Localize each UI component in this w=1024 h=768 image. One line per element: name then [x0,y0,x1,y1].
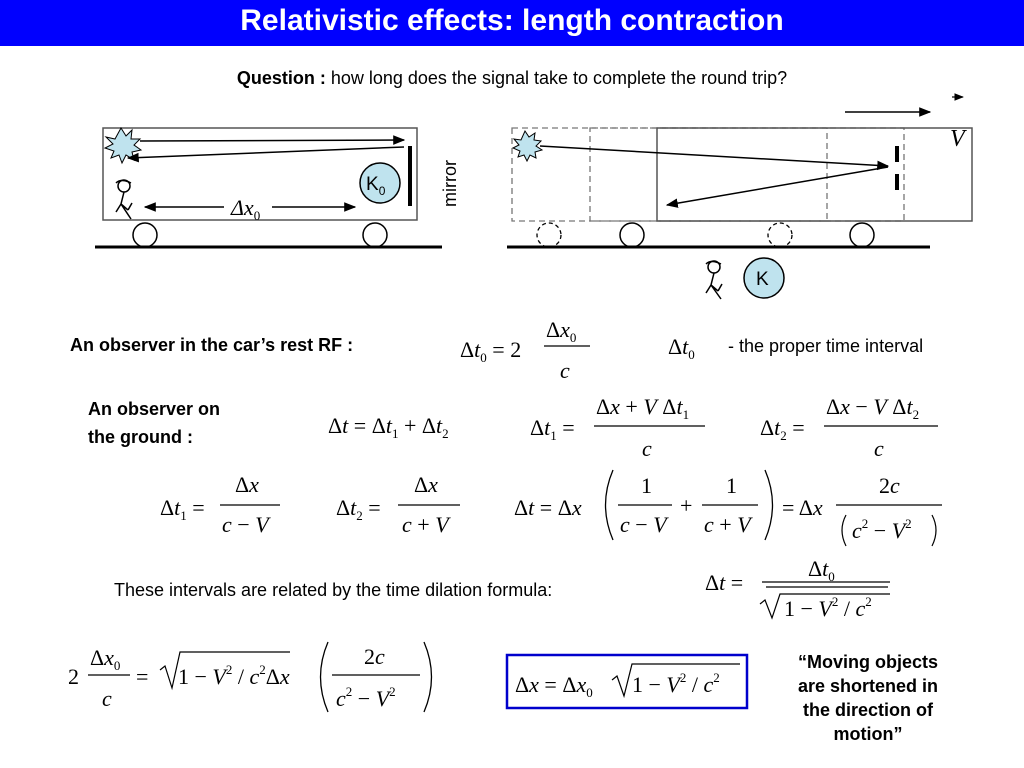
proper-time-symbol: Δt0 [668,334,695,362]
equation-combined: 2 Δx0 c = 1 − V2 / c2Δx 2c c2 − V2 [68,641,433,713]
dilation-label: These intervals are related by the time … [114,580,553,600]
svg-text:2c: 2c [879,473,900,498]
svg-text:c − V: c − V [222,512,271,537]
conclusion-line: “Moving objects [797,652,938,672]
svg-text:1: 1 [641,473,652,498]
wheel [132,222,158,248]
svg-text:Δt0 = 2: Δt0 = 2 [460,337,521,365]
ground-observer-label-line1: An observer on [88,399,221,419]
question-text: how long does the signal take to complet… [325,68,788,88]
conclusion-line: are shortened in [797,676,939,696]
svg-text:Δt = Δt1 + Δt2: Δt = Δt1 + Δt2 [328,413,449,441]
wheel-dashed [536,222,562,248]
svg-text:Δx − V Δt2: Δx − V Δt2 [826,394,919,422]
observer-icon [705,260,723,300]
ground-observer-label-line2: the ground : [88,427,193,447]
svg-text:Δt =: Δt = [705,570,743,595]
svg-text:Δt1 =: Δt1 = [530,415,575,443]
svg-text:c + V: c + V [704,512,753,537]
svg-text:+: + [680,493,692,518]
wheel-dashed [767,222,793,248]
question-line: Question : how long does the signal take… [0,68,1024,89]
svg-text:c: c [102,686,112,711]
equation-t2-solved: Δt2 = Δx c + V [336,472,460,537]
svg-text:Δx = Δx0: Δx = Δx0 [515,672,593,700]
rest-car: Δx0 K0 [95,127,442,249]
svg-text:1 − V2 / c2Δx: 1 − V2 / c2Δx [178,662,290,689]
svg-text:Δt = Δx: Δt = Δx [514,495,582,520]
car-body [102,127,418,221]
rest-frame-sub: 0 [379,184,386,198]
length-sub: 0 [254,208,261,223]
svg-text:Δt0: Δt0 [808,556,835,584]
svg-text:Δx0: Δx0 [546,317,576,345]
conclusion-quote: “Moving objects are shortened in the dir… [768,650,968,746]
question-label: Question : [236,68,326,88]
svg-text:c: c [642,436,652,461]
equation-time-dilation: Δt = Δt0 1 − V2 / c2 [705,556,890,621]
svg-text:Δx: Δx [414,472,438,497]
ground-frame-circle [743,257,785,299]
proper-time-note: - the proper time interval [728,336,924,356]
equation-t1-solved: Δt1 = Δx c − V [160,472,280,537]
length-contraction-diagram: Δx0 K0 mirror V K [95,93,973,300]
equation-total-solved: Δt = Δx 1 c − V + 1 c + V = Δx 2c c2 − V… [514,469,942,547]
rest-frame-label: K [366,174,379,195]
svg-text:Δx: Δx [235,472,259,497]
svg-text:c + V: c + V [402,512,451,537]
svg-text:1 − V2 / c2: 1 − V2 / c2 [632,670,720,697]
svg-text:= Δx: = Δx [782,495,823,520]
moving-car: V K [507,93,973,300]
svg-text:c: c [874,436,884,461]
equation-proper-time: Δt0 = 2 Δx0 c [460,317,590,383]
svg-text:2: 2 [68,664,79,689]
wheel [849,222,875,248]
svg-text:Δx + V Δt1: Δx + V Δt1 [596,394,689,422]
svg-text:c2 − V2: c2 − V2 [336,684,396,711]
flash-icon [511,129,544,163]
signal-ray-back [665,166,889,208]
ground-frame-label: K [756,269,769,290]
slide-title: Relativistic effects: length contraction [240,4,784,37]
signal-ray-out [539,145,890,171]
car-initial-position [511,127,828,222]
title-bar: Relativistic effects: length contraction [0,0,1024,46]
rest-frame-observer-label: An observer in the car’s rest RF : [70,335,354,355]
svg-text:Δt1 =: Δt1 = [160,495,205,523]
svg-text:c − V: c − V [620,512,669,537]
observer-icon [115,179,133,220]
length-label: Δx [230,195,254,220]
svg-text:1 − V2 / c2: 1 − V2 / c2 [784,594,872,621]
conclusion-line: motion” [833,724,903,744]
svg-text:Δt2 =: Δt2 = [336,495,381,523]
equation-length-contraction-boxed: Δx = Δx0 1 − V2 / c2 [505,653,749,710]
mirror-label: mirror [440,160,460,207]
equation-t1-def: Δt1 = Δx + V Δt1 c [530,394,705,461]
svg-text:c2 − V2: c2 − V2 [852,516,912,543]
wheel [619,222,645,248]
velocity-label: V [950,126,967,152]
car-middle-position [589,127,905,222]
equation-total-time: Δt = Δt1 + Δt2 [328,413,449,441]
svg-text:Δx0: Δx0 [230,195,260,223]
result-box [505,653,749,710]
svg-text:Δx0: Δx0 [90,645,120,673]
car-final-position [656,127,973,222]
svg-text:c: c [560,358,570,383]
svg-text:=: = [136,664,148,689]
svg-text:K0: K0 [366,174,386,198]
svg-text:1: 1 [726,473,737,498]
wheel [362,222,388,248]
signal-ray-out [139,135,406,145]
signal-ray-back [126,146,405,163]
svg-text:Δt2 =: Δt2 = [760,415,805,443]
rest-frame-circle [359,162,401,204]
svg-text:2c: 2c [364,644,385,669]
conclusion-line: the direction of [803,700,933,720]
equation-t2-def: Δt2 = Δx − V Δt2 c [760,394,938,461]
